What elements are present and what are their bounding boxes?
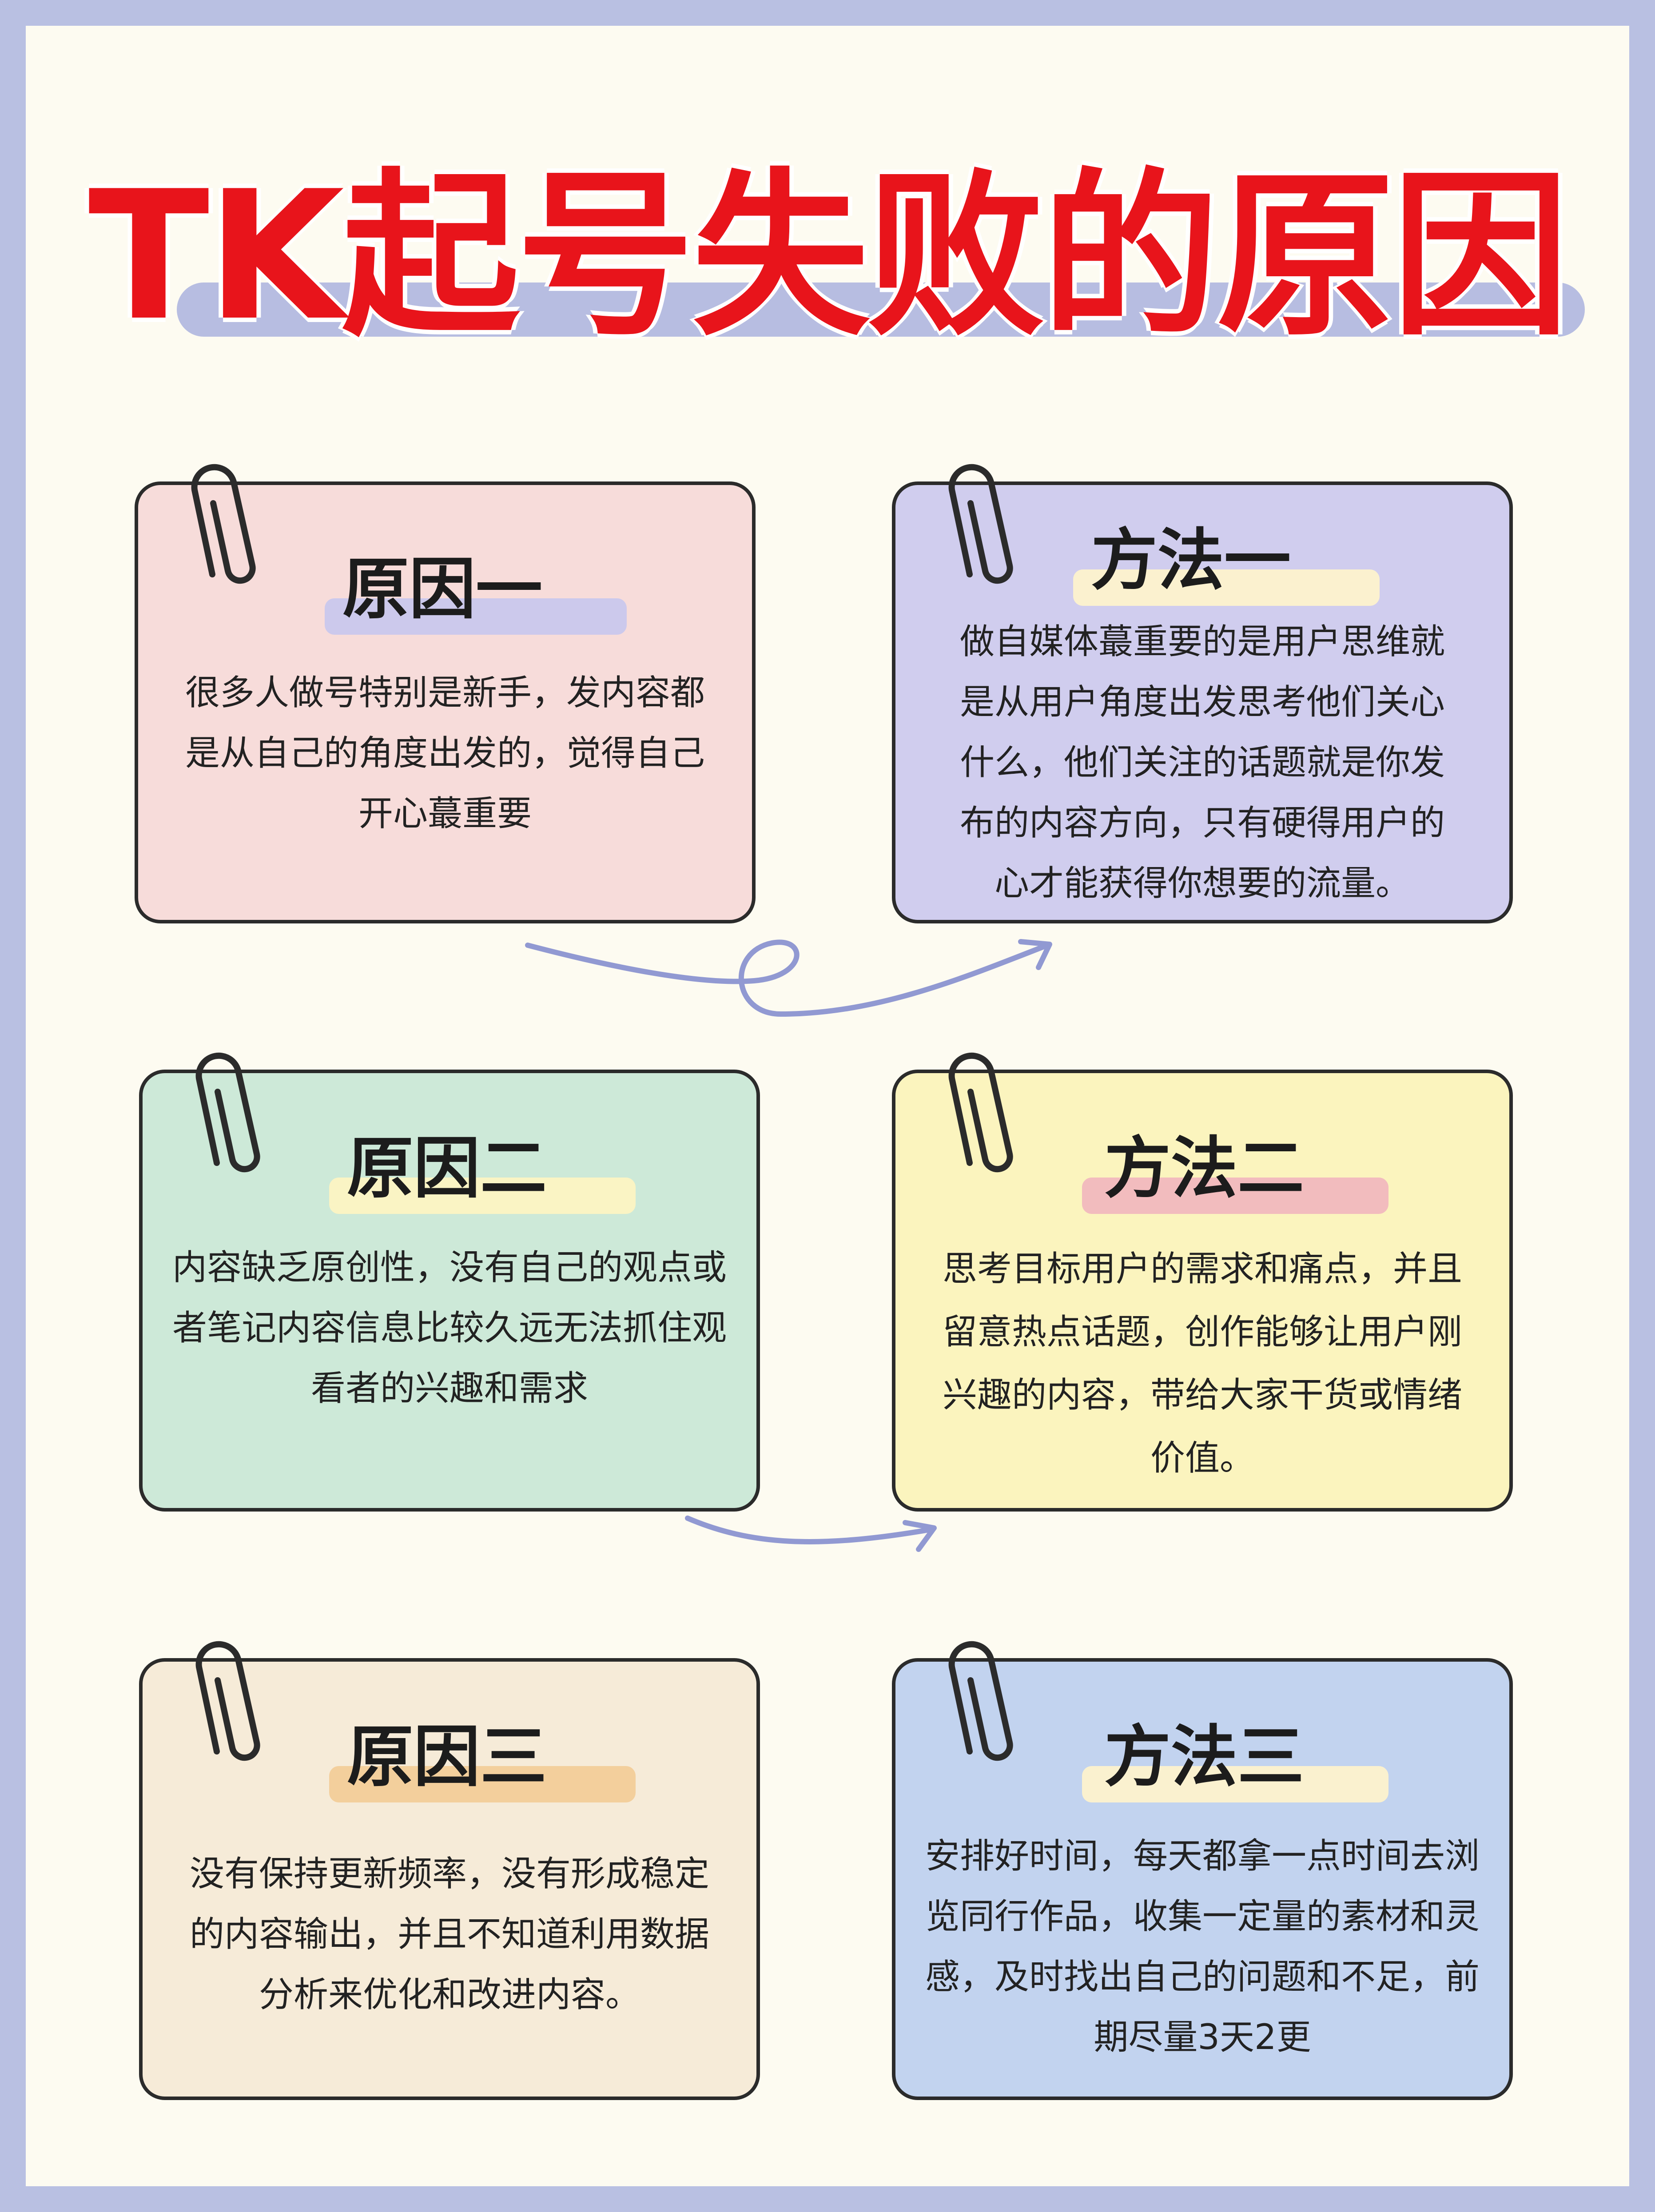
card-method-3: 方法三 安排好时间，每天都拿一点时间去浏览同行作品，收集一定量的素材和灵感，及时… <box>892 1658 1513 2100</box>
page-title: TK起号失败的原因 <box>88 153 1570 360</box>
card-heading: 方法三 <box>1104 1719 1305 1796</box>
card-text: 没有保持更新频率，没有形成稳定的内容输出，并且不知道利用数据分析来优化和改进内容… <box>189 1854 709 2015</box>
heading-highlight <box>1082 1178 1388 1214</box>
card-text: 安排好时间，每天都拿一点时间去浏览同行作品，收集一定量的素材和灵感，及时找出自己… <box>925 1836 1480 2057</box>
card-method-1: 方法一 做自媒体蕞重要的是用户思维就是从用户角度出发思考他们关心什么，他们关注的… <box>892 481 1513 923</box>
card-heading: 方法二 <box>1104 1130 1305 1207</box>
paperclip-icon <box>195 1641 260 1761</box>
paperclip-icon <box>948 1052 1013 1173</box>
paperclip-icon <box>948 464 1013 584</box>
heading-highlight <box>1073 569 1380 606</box>
heading-highlight <box>325 598 627 635</box>
card-heading: 原因一 <box>342 551 543 628</box>
card-reason-2: 原因二 内容缺乏原创性，没有自己的观点或者笔记内容信息比较久远无法抓住观看者的兴… <box>139 1070 760 1512</box>
card-reason-3: 原因三 没有保持更新频率，没有形成稳定的内容输出，并且不知道利用数据分析来优化和… <box>139 1658 760 2100</box>
paperclip-icon <box>948 1641 1013 1761</box>
card-method-2: 方法二 思考目标用户的需求和痛点，并且留意热点话题，创作能够让用户刚兴趣的内容，… <box>892 1070 1513 1512</box>
card-heading: 原因三 <box>347 1719 547 1796</box>
card-text: 内容缺乏原创性，没有自己的观点或者笔记内容信息比较久远无法抓住观看者的兴趣和需求 <box>172 1248 727 1408</box>
card-text: 思考目标用户的需求和痛点，并且留意热点话题，创作能够让用户刚兴趣的内容，带给大家… <box>942 1249 1462 1478</box>
curved-arrow-icon <box>525 939 1052 1017</box>
paperclip-icon <box>195 1052 260 1173</box>
card-heading: 原因二 <box>347 1130 547 1207</box>
card-heading: 方法一 <box>1091 522 1291 599</box>
title-underline-bar <box>177 282 1585 337</box>
paperclip-icon <box>191 464 256 584</box>
heading-highlight <box>329 1766 636 1802</box>
heading-highlight <box>1082 1766 1388 1802</box>
card-text: 很多人做号特别是新手，发内容都是从自己的角度出发的，觉得自己开心蕞重要 <box>185 673 705 834</box>
card-text: 做自媒体蕞重要的是用户思维就是从用户角度出发思考他们关心什么，他们关注的话题就是… <box>959 622 1445 903</box>
card-reason-1: 原因一 很多人做号特别是新手，发内容都是从自己的角度出发的，觉得自己开心蕞重要 <box>135 481 756 923</box>
curved-arrow-icon <box>685 1516 937 1552</box>
poster-page: TK起号失败的原因 原因一 很多人做号特别是新手，发内容都是从自己的角度出发的，… <box>26 26 1629 2186</box>
heading-highlight <box>329 1178 636 1214</box>
